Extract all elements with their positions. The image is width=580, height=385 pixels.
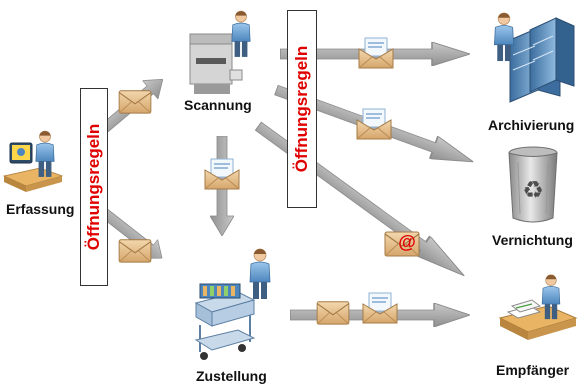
open-envelope-icon bbox=[358, 37, 394, 69]
zustellung-delivery-cart-icon bbox=[194, 248, 271, 360]
at-symbol: @ bbox=[398, 232, 416, 252]
node-label-vernichtung: Vernichtung bbox=[492, 232, 573, 248]
node-label-zustellung: Zustellung bbox=[196, 368, 267, 384]
scannung-scanner-icon bbox=[189, 10, 251, 94]
node-label-erfassung: Erfassung bbox=[6, 201, 75, 217]
opening-rules-box-left: Öffnungsregeln bbox=[80, 88, 108, 286]
opening-rules-box-top: Öffnungsregeln bbox=[287, 10, 317, 208]
archivierung-server-icon bbox=[493, 12, 575, 103]
email-envelope-icon: @ bbox=[384, 231, 420, 257]
erfassung-workstation-icon bbox=[2, 130, 64, 192]
open-envelope-icon bbox=[362, 292, 398, 324]
envelope-icon bbox=[316, 301, 350, 325]
open-envelope-icon bbox=[356, 108, 392, 140]
node-label-empfaenger: Empfänger bbox=[496, 362, 570, 378]
open-envelope-icon bbox=[204, 158, 240, 190]
envelope-icon bbox=[118, 239, 152, 263]
opening-rules-label-left: Öffnungsregeln bbox=[84, 123, 103, 251]
envelope-icon bbox=[118, 90, 152, 114]
opening-rules-label-top: Öffnungsregeln bbox=[292, 45, 311, 173]
node-label-scannung: Scannung bbox=[184, 97, 252, 113]
node-label-archivierung: Archivierung bbox=[488, 117, 575, 133]
empfaenger-desk-icon bbox=[498, 274, 578, 340]
vernichtung-trash-bin-icon: ♻ bbox=[508, 146, 558, 223]
recycle-icon: ♻ bbox=[522, 176, 544, 204]
